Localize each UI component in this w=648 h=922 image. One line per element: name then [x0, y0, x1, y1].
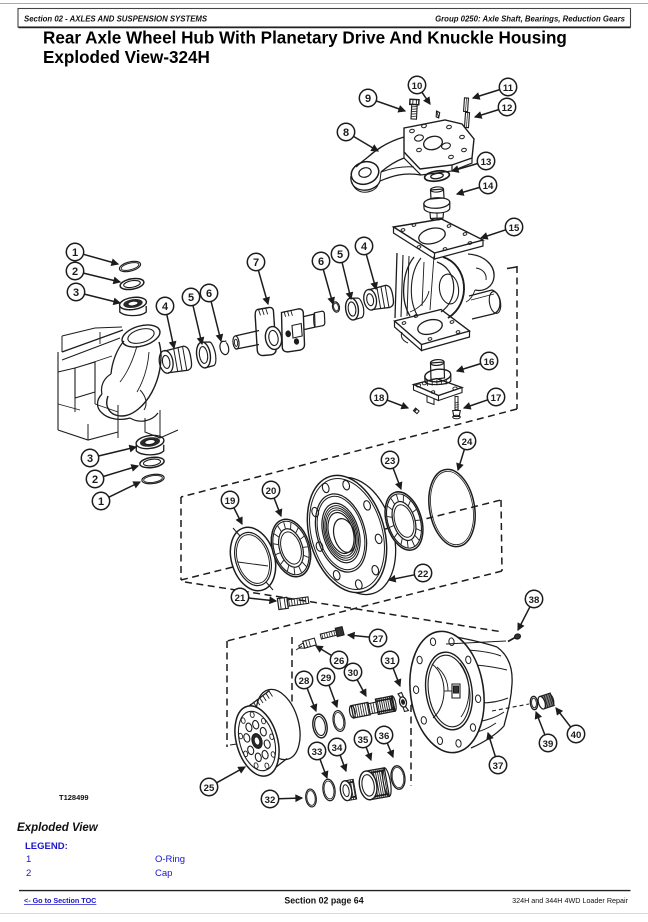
svg-text:5: 5: [337, 249, 343, 261]
svg-text:22: 22: [418, 569, 429, 580]
svg-text:13: 13: [481, 157, 492, 168]
svg-text:Exploded View-324H: Exploded View-324H: [43, 48, 210, 67]
svg-text:18: 18: [374, 393, 385, 404]
svg-text:1: 1: [26, 854, 31, 865]
svg-text:T128499: T128499: [59, 793, 89, 802]
svg-text:6: 6: [206, 288, 212, 300]
svg-text:2: 2: [26, 868, 31, 879]
svg-text:11: 11: [503, 83, 514, 94]
svg-text:15: 15: [509, 223, 520, 234]
svg-text:324H and 344H 4WD Loader Repai: 324H and 344H 4WD Loader Repair: [512, 896, 628, 905]
svg-text:8: 8: [343, 127, 349, 139]
svg-text:40: 40: [571, 730, 582, 741]
svg-text:14: 14: [483, 181, 494, 192]
svg-text:30: 30: [348, 668, 359, 679]
svg-text:Exploded View: Exploded View: [17, 822, 99, 834]
svg-text:33: 33: [312, 747, 323, 758]
svg-text:4: 4: [361, 241, 368, 253]
svg-text:21: 21: [235, 593, 246, 604]
svg-text:1: 1: [72, 247, 78, 259]
svg-text:3: 3: [73, 287, 79, 299]
svg-text:2: 2: [92, 474, 98, 486]
svg-text:34: 34: [332, 743, 343, 754]
svg-text:19: 19: [225, 496, 236, 507]
svg-text:36: 36: [379, 731, 390, 742]
svg-text:Section 02 page 64: Section 02 page 64: [284, 896, 363, 906]
svg-text:27: 27: [373, 634, 384, 645]
svg-text:37: 37: [493, 761, 504, 772]
svg-text:25: 25: [204, 783, 215, 794]
svg-text:4: 4: [162, 301, 169, 313]
svg-text:10: 10: [412, 81, 423, 92]
svg-text:5: 5: [188, 292, 194, 304]
svg-text:38: 38: [529, 595, 540, 606]
svg-text:Rear Axle Wheel Hub With Plane: Rear Axle Wheel Hub With Planetary Drive…: [43, 29, 567, 48]
svg-text:20: 20: [266, 486, 277, 497]
svg-text:23: 23: [385, 456, 396, 467]
svg-text:2: 2: [72, 266, 78, 278]
svg-text:17: 17: [491, 393, 502, 404]
svg-text:32: 32: [265, 795, 276, 806]
svg-text:26: 26: [334, 656, 345, 667]
svg-text:24: 24: [462, 437, 473, 448]
svg-text:7: 7: [253, 257, 259, 269]
svg-text:31: 31: [385, 656, 396, 667]
svg-text:O-Ring: O-Ring: [155, 854, 185, 865]
svg-text:Group 0250: Axle Shaft, Bearin: Group 0250: Axle Shaft, Bearings, Reduct…: [435, 15, 626, 24]
svg-text:Cap: Cap: [155, 868, 172, 879]
svg-text:6: 6: [318, 256, 324, 268]
svg-text:3: 3: [87, 453, 93, 465]
svg-text:16: 16: [484, 357, 495, 368]
svg-text:9: 9: [365, 93, 371, 105]
svg-text:28: 28: [299, 676, 310, 687]
svg-text:1: 1: [98, 496, 104, 508]
svg-text:29: 29: [321, 673, 332, 684]
svg-text:LEGEND:: LEGEND:: [25, 841, 68, 852]
svg-text:35: 35: [358, 735, 369, 746]
svg-text:12: 12: [502, 103, 513, 114]
svg-text:39: 39: [543, 739, 554, 750]
svg-text:<- Go to Section TOC: <- Go to Section TOC: [24, 896, 96, 905]
svg-text:Section 02 - AXLES AND SUSPENS: Section 02 - AXLES AND SUSPENSION SYSTEM…: [24, 15, 208, 24]
